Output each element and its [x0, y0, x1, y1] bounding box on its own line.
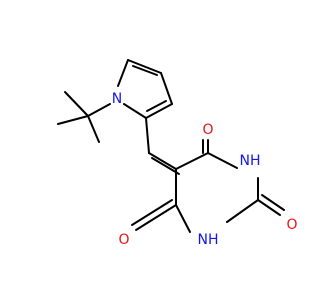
atom-label-n-pyrrole: N — [112, 91, 122, 107]
ring-bond-n3-c4 — [175, 204, 191, 233]
pyrrole-bond-c4-c3 — [160, 72, 173, 105]
tbutyl-bond-2 — [64, 91, 89, 117]
bridge-bond — [145, 117, 150, 154]
pyrrole-bond-c5-c4-double — [132, 65, 158, 76]
atom-label-o-left: O — [118, 232, 129, 248]
molecule-diagram: N O NH O NH O — [57, 59, 298, 248]
ring-bond-c6-n1 — [207, 152, 238, 169]
ring-bond-c2-n3 — [226, 199, 259, 223]
ring-bond-c5-c6 — [175, 152, 209, 170]
molecule-structure: N O NH O NH O — [57, 59, 298, 248]
carbonyl-right-2 — [261, 194, 285, 211]
tbutyl-bond-c-n — [87, 103, 111, 117]
exocyclic-double-2 — [151, 157, 180, 175]
carbonyl-right-1 — [257, 199, 281, 216]
atom-label-o-right: O — [286, 217, 297, 233]
pyrrole-bond-n-c5 — [117, 59, 129, 87]
pyrrole-bond-c2-n — [123, 103, 147, 119]
bond-layer — [57, 59, 285, 233]
atom-label-nh-bottom: NH — [198, 232, 219, 248]
pyrrole-bond-c3-c2-double — [146, 100, 167, 112]
pyrrole-bond-c3-c2 — [145, 103, 173, 119]
tbutyl-bond-1 — [57, 115, 89, 125]
tbutyl-bond-3 — [87, 115, 100, 143]
carbonyl-left-2 — [131, 199, 173, 226]
atom-label-nh-right: NH — [240, 153, 261, 169]
pyrrole-bond-c5-c4 — [127, 59, 162, 74]
carbonyl-left-1 — [135, 204, 177, 231]
exocyclic-double-1 — [148, 152, 177, 170]
atom-label-o-top: O — [202, 122, 213, 138]
